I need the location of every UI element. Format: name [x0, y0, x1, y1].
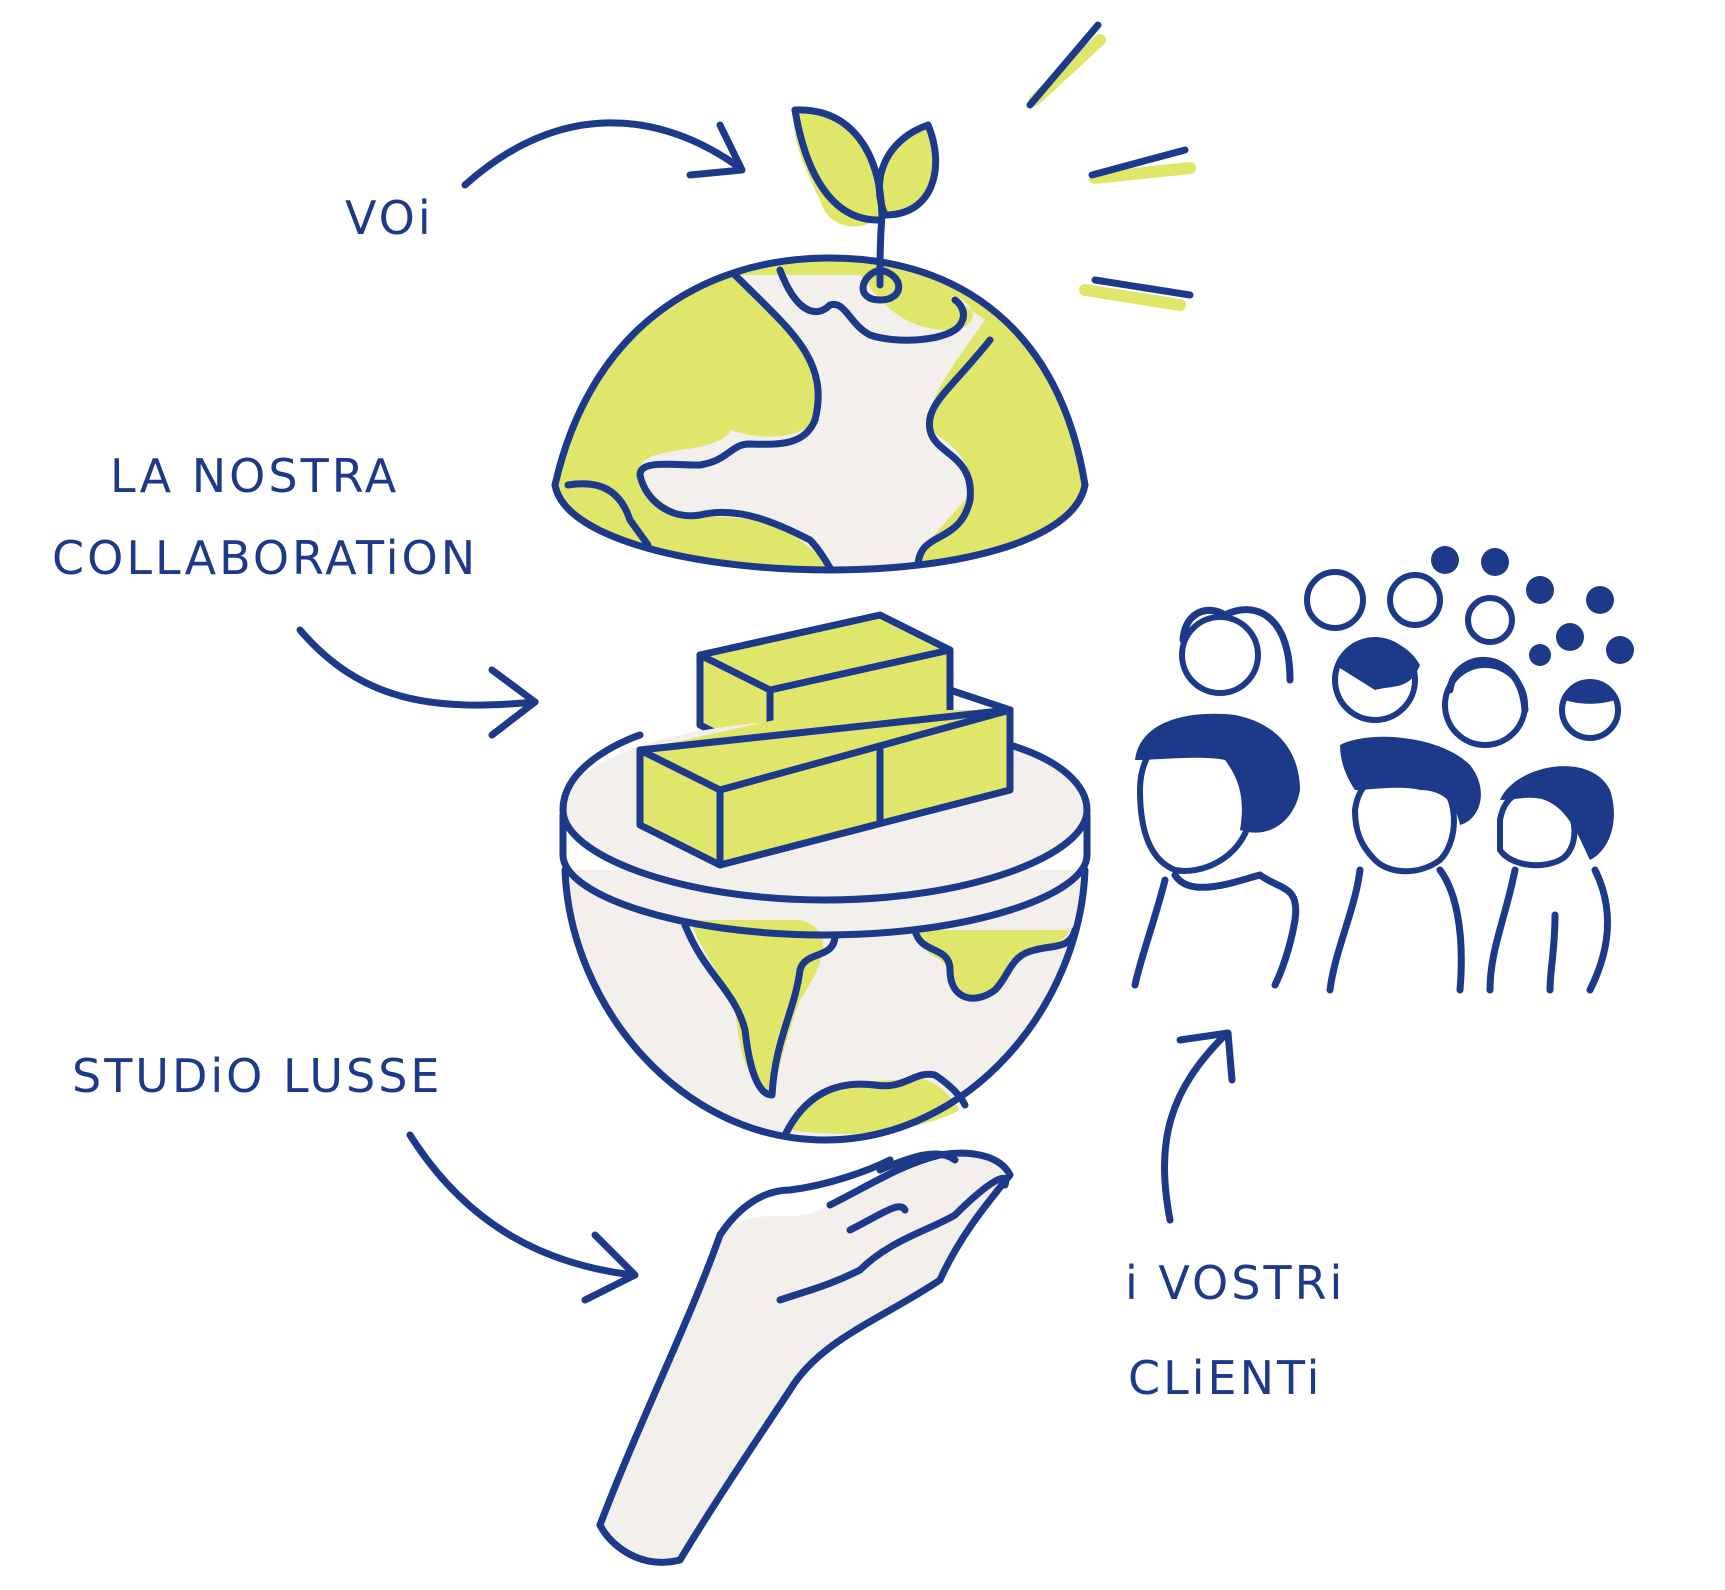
- globe-bottom-icon: [559, 706, 1091, 1144]
- people-crowd-icon: [1131, 546, 1634, 994]
- label-clienti-line1: i VOSTRi: [1125, 1256, 1346, 1310]
- hand-icon: [596, 1149, 1014, 1566]
- label-collaboration-line1: LA NOSTRA: [110, 449, 400, 503]
- label-collaboration-line2: COLLABORATiON: [52, 531, 479, 585]
- globe-top-icon: [551, 254, 1089, 574]
- arrow-clienti: [1161, 1029, 1236, 1224]
- label-clienti-line2: CLiENTi: [1128, 1351, 1323, 1405]
- sprout-icon: [791, 106, 940, 304]
- arrow-studio: [406, 1131, 639, 1304]
- label-studio: STUDiO LUSSE: [72, 1049, 443, 1103]
- sparkle-lines: [1026, 21, 1196, 311]
- label-voi: VOi: [345, 191, 434, 245]
- arrow-voi: [461, 119, 746, 189]
- arrow-collaboration: [296, 626, 539, 739]
